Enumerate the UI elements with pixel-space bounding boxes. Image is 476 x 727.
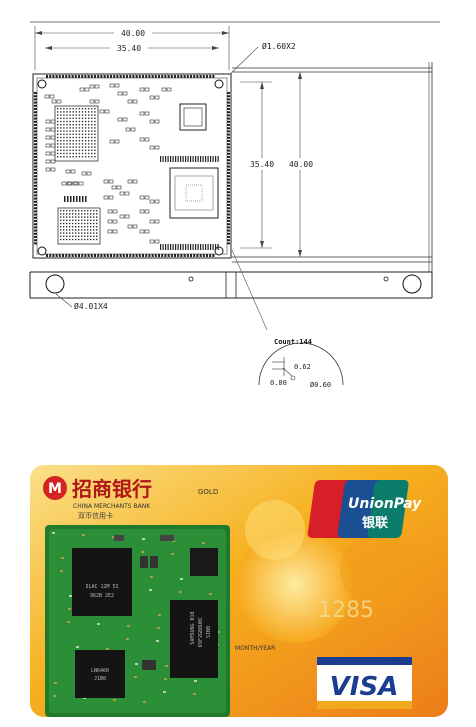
chip1-code: 962B 2E2 bbox=[90, 593, 114, 599]
bank-logo: M bbox=[43, 476, 67, 500]
bga-right bbox=[169, 167, 219, 219]
mechanical-drawing: 40.00 35.40 Ø1.60X2 35.40 40.00 bbox=[29, 21, 440, 389]
bank-name-cn: 招商银行 bbox=[72, 477, 152, 501]
qfn-package bbox=[190, 548, 218, 576]
pcb-module: 5LAC 12M 5I 962B 2E2 LN6460 J1B0 SAMSUNG… bbox=[45, 525, 230, 717]
dim-height-inner: 35.40 bbox=[240, 81, 280, 249]
dim-height-total-label: 40.00 bbox=[289, 160, 313, 169]
detail-via: Ø0.60 bbox=[310, 381, 331, 389]
detail-pitch: 0.80 bbox=[270, 379, 287, 387]
dim-height-total: 40.00 bbox=[283, 72, 319, 257]
bank-name-en: CHINA MERCHANTS BANK bbox=[73, 503, 151, 510]
nand-chip bbox=[170, 600, 218, 678]
card-type-cn: 双币信用卡 bbox=[78, 511, 113, 520]
module-on-card-photo: M 招商银行 CHINA MERCHANTS BANK 双币信用卡 GOLD U… bbox=[30, 465, 448, 717]
card-tier: GOLD bbox=[198, 488, 218, 496]
chip2-code: K9F2G08U0C bbox=[198, 617, 204, 647]
flash-chip-small bbox=[75, 650, 125, 698]
dim-width-total-label: 40.00 bbox=[121, 29, 145, 38]
valid-thru: MONTH/YEAR bbox=[235, 645, 275, 652]
card-number: 1285 bbox=[318, 598, 374, 623]
visa-text: VISA bbox=[330, 672, 399, 702]
visa-logo: VISA bbox=[317, 657, 412, 709]
dim-width-inner: 35.40 bbox=[45, 42, 219, 54]
rail-frame bbox=[232, 62, 433, 272]
dim-height-inner-label: 35.40 bbox=[250, 160, 274, 169]
bga-left bbox=[57, 108, 96, 158]
chip2-label: SAMSUNG 010 bbox=[190, 611, 196, 644]
mounting-rail bbox=[29, 271, 433, 299]
unionpay-text: UnionPay bbox=[348, 496, 422, 512]
hole-large-callout: Ø4.01X4 bbox=[74, 301, 108, 311]
bga-left-lower bbox=[60, 210, 98, 241]
chip2-code2: SIB0 bbox=[206, 626, 212, 638]
dim-width-inner-label: 35.40 bbox=[117, 44, 141, 53]
qfn-chip bbox=[179, 103, 207, 131]
unionpay-logo: UnionPay 银联 bbox=[307, 480, 422, 538]
detail-view: Count:144 0.62 0.80 Ø0.60 bbox=[258, 338, 344, 389]
ddr-chip bbox=[72, 548, 132, 616]
detail-count: Count:144 bbox=[274, 338, 312, 346]
unionpay-cn-text: 银联 bbox=[362, 515, 388, 531]
dim-width-total: 40.00 bbox=[34, 26, 230, 70]
hole-small-callout: Ø1.60X2 bbox=[262, 41, 296, 51]
svg-text:M: M bbox=[48, 481, 62, 497]
connector-strips bbox=[64, 156, 219, 250]
chip1-label: 5LAC 12M 5I bbox=[85, 584, 118, 590]
chip3-code: J1B0 bbox=[94, 676, 106, 682]
detail-pad-size: 0.62 bbox=[294, 363, 311, 371]
edge-pads bbox=[34, 75, 230, 257]
passive-components bbox=[44, 83, 172, 244]
chip3-label: LN6460 bbox=[91, 668, 109, 674]
